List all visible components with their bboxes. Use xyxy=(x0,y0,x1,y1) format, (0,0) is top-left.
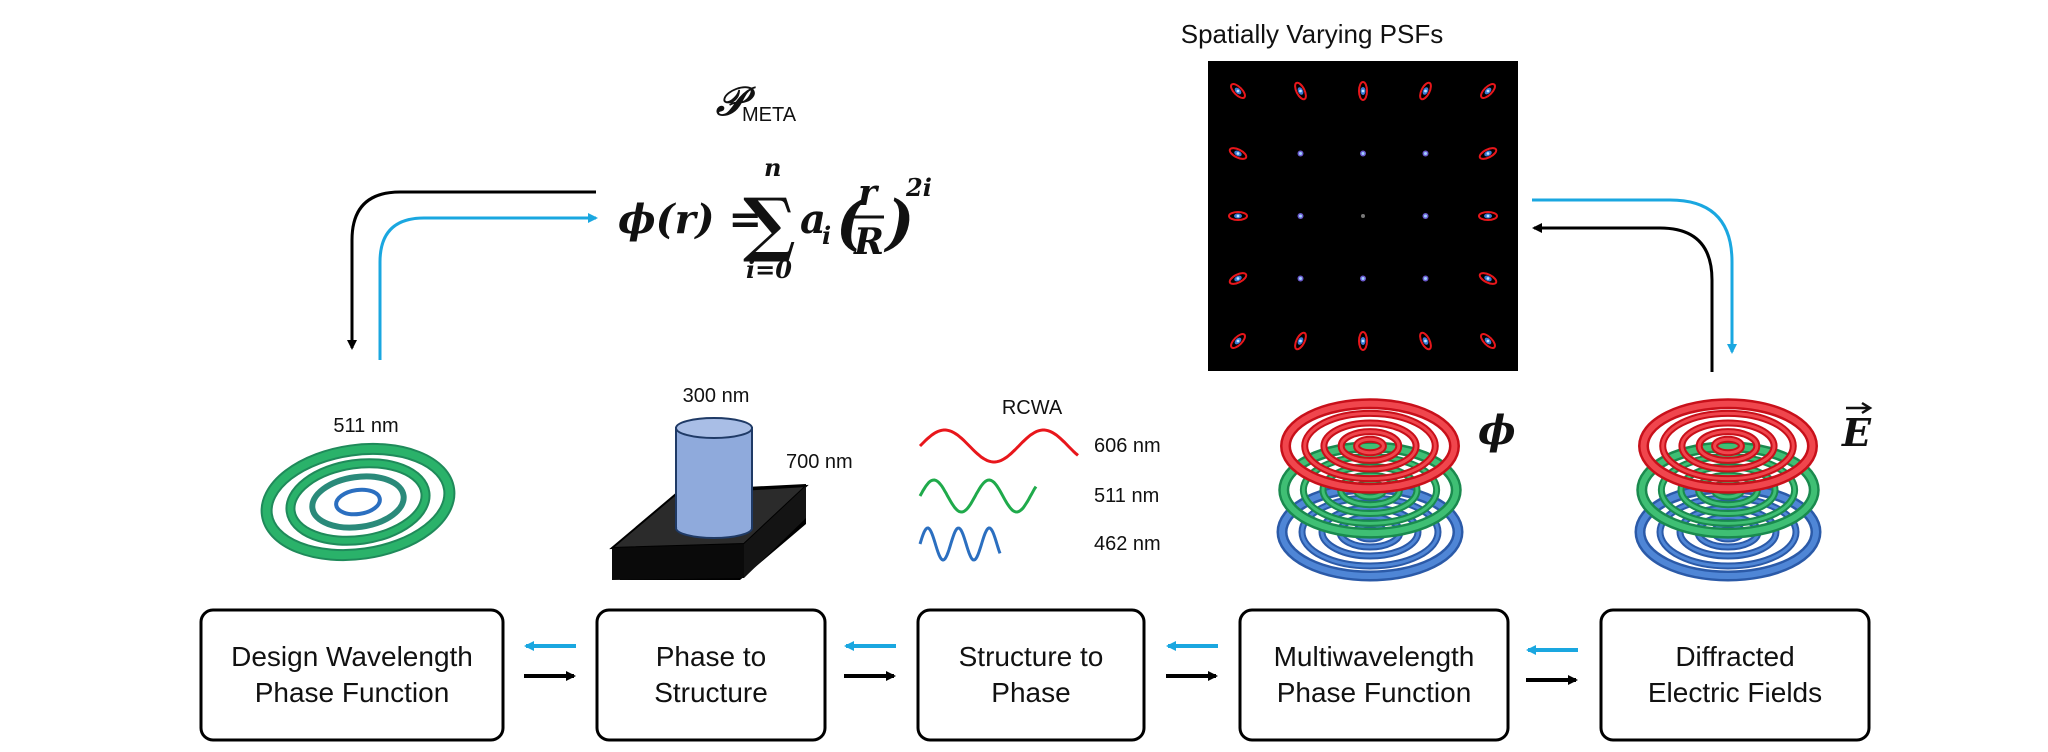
box-design-line1: Design Wavelength xyxy=(231,641,473,672)
equation-coef: a xyxy=(800,196,826,243)
rcwa-title: RCWA xyxy=(1002,397,1063,419)
psf-spot xyxy=(1360,275,1366,282)
psf-spot xyxy=(1361,214,1365,218)
box-p2s-line1: Phase to xyxy=(656,641,767,672)
wavelength-label-462: 462 nm xyxy=(1094,533,1161,555)
equation-sum-lower: i=0 xyxy=(746,255,792,284)
box-multi-line2: Phase Function xyxy=(1277,677,1472,708)
psf-spot xyxy=(1297,150,1304,157)
box-diffracted-line1: Diffracted xyxy=(1675,641,1794,672)
equation-coef-sub: i xyxy=(822,221,831,250)
psf-spot xyxy=(1358,331,1368,351)
equation-frac-num: r xyxy=(858,172,880,214)
psf-title: Spatially Varying PSFs xyxy=(1181,19,1444,49)
equation-frac-den: R xyxy=(853,221,884,263)
psf-spot xyxy=(1360,150,1366,157)
box-multiwavelength: Multiwavelength Phase Function xyxy=(1238,608,1510,742)
box-design-wavelength: Design Wavelength Phase Function xyxy=(199,608,505,742)
wave-606 xyxy=(918,428,1079,464)
psf-spot xyxy=(1422,275,1429,282)
wavelength-label-606: 606 nm xyxy=(1094,435,1161,457)
psf-spot xyxy=(1478,211,1498,221)
equation-sum-symbol: ∑ xyxy=(743,182,796,265)
psf-spot xyxy=(1478,147,1498,160)
psf-spot xyxy=(1478,272,1498,285)
psf-spot xyxy=(1297,213,1304,219)
equation-sum-upper: n xyxy=(764,153,781,182)
phi-symbol: ϕ xyxy=(1478,407,1516,454)
feedback-arrow-black-right xyxy=(1532,223,1714,372)
pillar-height-label: 300 nm xyxy=(683,385,750,407)
box-multi-line1: Multiwavelength xyxy=(1274,641,1475,672)
psf-spots xyxy=(1228,81,1498,351)
box-diffracted-line2: Electric Fields xyxy=(1648,677,1822,708)
equation-lhs: ϕ(r) = xyxy=(618,196,762,243)
psf-spot xyxy=(1419,81,1432,101)
box-design-line2: Phase Function xyxy=(255,677,450,708)
wavelength-label-511: 511 nm xyxy=(1094,485,1159,507)
inter-box-arrows xyxy=(524,641,1578,685)
box-s2p-line2: Phase xyxy=(991,677,1070,708)
box-p2s-line2: Structure xyxy=(654,677,768,708)
box-s2p-line1: Structure to xyxy=(959,641,1104,672)
psf-spot xyxy=(1419,331,1432,351)
forward-arrow-blue-left xyxy=(378,213,598,360)
pillar-width-label: 700 nm xyxy=(786,451,853,473)
psf-spot xyxy=(1294,331,1307,351)
multiwavelength-phase-rings xyxy=(1276,398,1464,582)
psf-spot xyxy=(1230,83,1246,99)
psf-spot xyxy=(1230,333,1246,349)
phase-equation: ϕ(r) = n ∑ i=0 a i ( r R ) 2i xyxy=(618,153,932,284)
psf-spot xyxy=(1358,81,1368,101)
psf-spot xyxy=(1294,81,1307,101)
rcwa-waves xyxy=(918,428,1079,562)
operator-subscript: META xyxy=(742,104,797,126)
equation-paren-left: ( xyxy=(836,188,867,258)
psf-spot xyxy=(1228,272,1248,285)
box-structure-to-phase: Structure to Phase xyxy=(916,608,1146,742)
psf-spot xyxy=(1228,147,1248,160)
psf-spot xyxy=(1297,275,1304,282)
box-phase-to-structure: Phase to Structure xyxy=(595,608,827,742)
wave-511 xyxy=(918,478,1038,514)
equation-exponent: 2i xyxy=(905,173,932,202)
design-phase-rings xyxy=(260,442,456,562)
psf-spot xyxy=(1480,83,1496,99)
psf-spot xyxy=(1422,213,1429,219)
design-wavelength-label: 511 nm xyxy=(333,415,398,437)
psf-spot xyxy=(1228,211,1248,221)
nanopillar-illustration xyxy=(609,417,809,580)
equation-paren-right: ) xyxy=(883,188,914,258)
operator-label: 𝒫 META xyxy=(716,78,797,126)
psf-spot xyxy=(1480,333,1496,349)
psf-spot xyxy=(1422,150,1429,157)
electric-field-rings xyxy=(1634,398,1822,582)
efield-symbol: E xyxy=(1841,410,1872,455)
efield-vector-head xyxy=(1861,401,1873,415)
wave-462 xyxy=(918,526,1002,562)
forward-arrow-blue-right xyxy=(1532,198,1737,354)
box-diffracted-fields: Diffracted Electric Fields xyxy=(1599,608,1871,742)
feedback-arrow-black-left xyxy=(347,190,596,350)
